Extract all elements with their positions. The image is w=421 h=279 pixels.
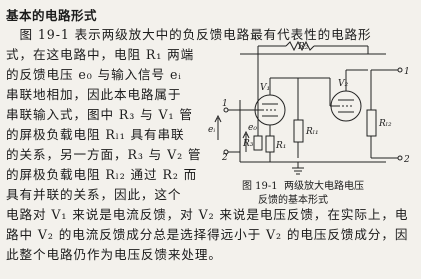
label-rl1: Rₗ₁ <box>305 127 319 137</box>
paragraph-line-10: 电路对 V₁ 来说是电流反馈，对 V₂ 来说是电压反馈，在实际上，电 <box>6 207 409 222</box>
paragraph-line-9: 具有并联的关系，因此，这个 <box>6 187 182 202</box>
caption-line-2: 反馈的基本形式 <box>258 195 328 206</box>
paragraph-line-3: 的反馈电压 e₀ 与输入信号 eᵢ <box>6 67 182 82</box>
caption-number: 图 19-1 <box>242 181 278 192</box>
label-eo: e₀ <box>248 123 257 133</box>
section-heading: 基本的电路形式 <box>6 8 98 23</box>
label-v2: V₂ <box>338 79 348 89</box>
paragraph-line-4: 串联地相加，因此本电路属于 <box>6 87 182 102</box>
paragraph-line-5: 串联输入式，图中 R₃ 与 V₁ 管 <box>6 107 193 122</box>
circuit-figure: V₁ V₂ R₂ Rₗ₁ Rₗ₂ R₁ R₃ eᵢ e₀ 1 2 1 2 <box>198 40 420 180</box>
label-ei: eᵢ <box>208 125 215 135</box>
caption-line-1: 两级放大电路电压 <box>284 181 365 192</box>
label-rl2: Rₗ₂ <box>378 119 392 129</box>
paragraph-line-7: 的关系，另一方面，R₃ 与 V₂ 管 <box>6 147 202 162</box>
terminal-label-3: 1 <box>404 67 410 77</box>
paragraph-line-8: 的屏极负载电阻 Rₗ₂ 通过 R₂ 而 <box>6 167 198 182</box>
terminal-label-2: 2 <box>221 153 228 163</box>
terminal-label-1: 1 <box>222 99 228 109</box>
figure-caption: 图 19-1 两级放大电路电压 反馈的基本形式 <box>242 180 418 208</box>
paragraph-line-11: 路中 V₂ 的电流反馈成分总是选择得远小于 V₂ 的电压反馈成分，因 <box>6 227 409 242</box>
circuit-diagram: V₁ V₂ R₂ Rₗ₁ Rₗ₂ R₁ R₃ eᵢ e₀ 1 2 1 2 <box>208 40 410 175</box>
paragraph-line-12: 此整个电路仍作为电压反馈来处理。 <box>6 247 222 262</box>
paragraph-line-1: 图 19-1 表示两级放大中的负反馈电路最有代表性的电路形 <box>6 27 372 42</box>
paragraph-line-2: 式，在这电路中，电阻 R₁ 两端 <box>6 47 195 62</box>
label-r1: R₁ <box>275 141 286 151</box>
terminal-label-4: 2 <box>403 155 410 165</box>
label-r2: R₂ <box>297 42 309 52</box>
label-r3: R₃ <box>242 139 254 149</box>
paragraph-line-6: 的屏极负载电阻 Rₗ₁ 具有串联 <box>6 127 185 142</box>
label-v1: V₁ <box>260 83 270 93</box>
